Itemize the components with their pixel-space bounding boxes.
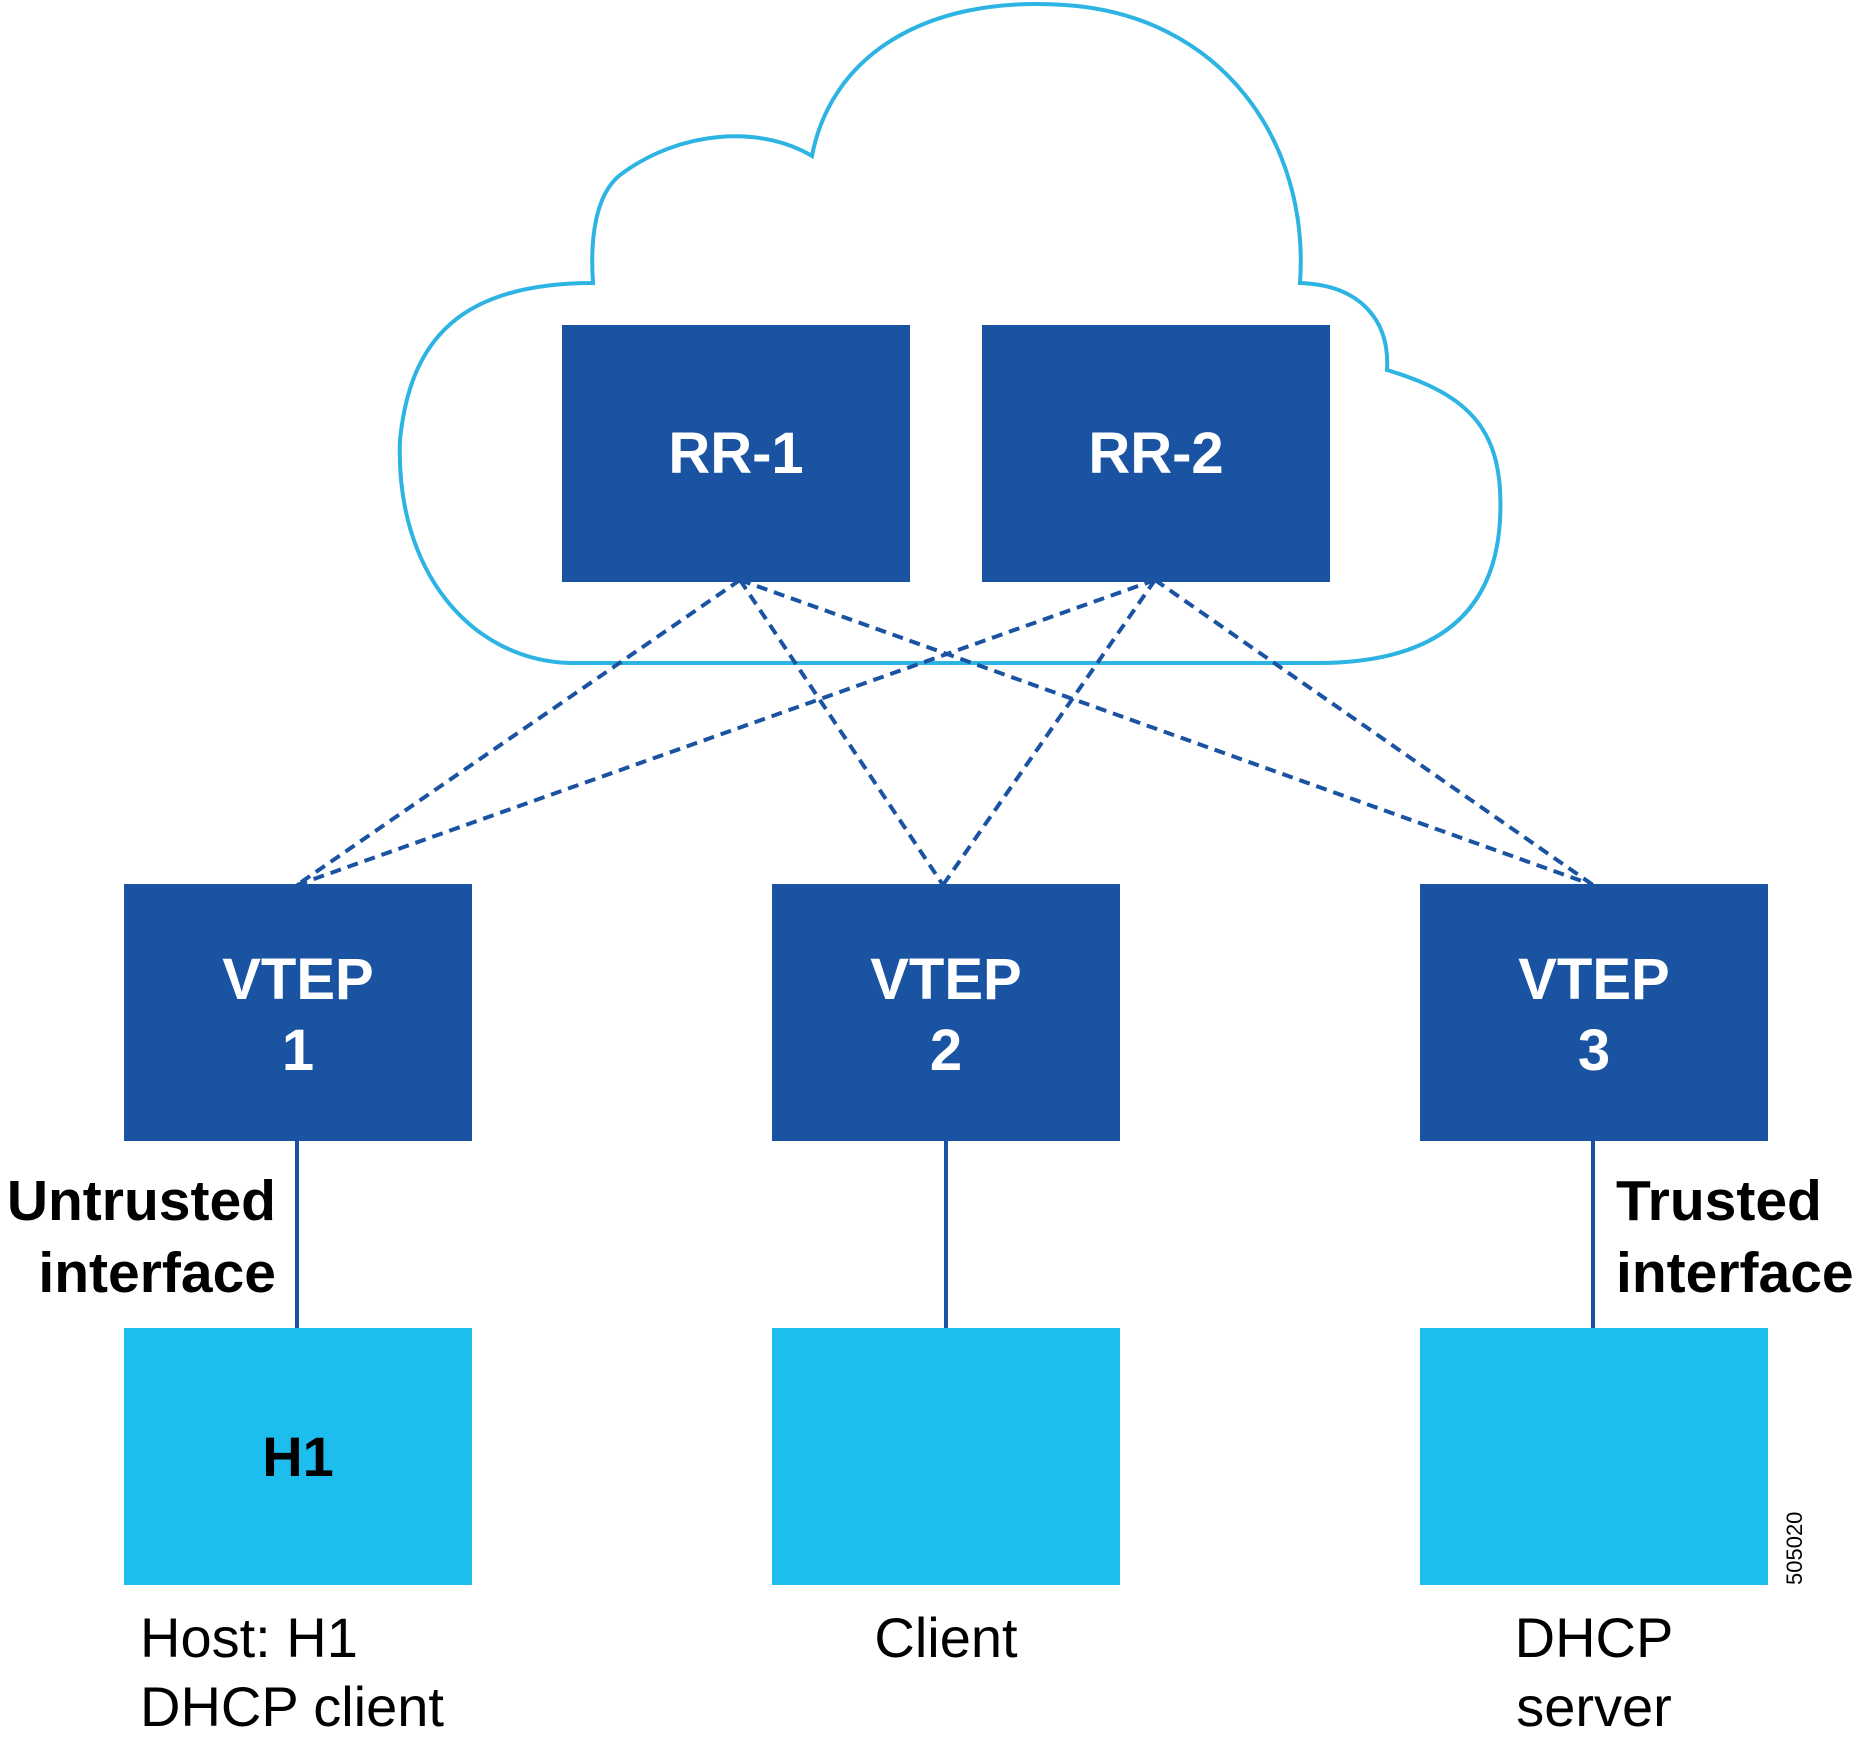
trusted-line2: interface xyxy=(1616,1241,1854,1305)
h1-label: H1 xyxy=(262,1425,334,1488)
caption-h1-line1: Host: H1 xyxy=(140,1606,358,1669)
host-h1: H1 xyxy=(124,1328,472,1585)
vtep1-label-line1: VTEP xyxy=(222,947,374,1012)
link-rr2-vtep1 xyxy=(296,578,1156,887)
untrusted-line2: interface xyxy=(38,1241,276,1305)
vtep1-box xyxy=(124,884,472,1141)
rr2-box xyxy=(982,325,1330,582)
vtep2-label-line1: VTEP xyxy=(870,947,1022,1012)
vtep3-label-line2: 3 xyxy=(1578,1018,1610,1083)
host-client xyxy=(772,1328,1120,1585)
vtep3-label-line1: VTEP xyxy=(1518,947,1670,1012)
caption-dhcp-line2: server xyxy=(1516,1675,1672,1738)
figure-id: 505020 xyxy=(1782,1512,1807,1585)
trusted-line1: Trusted xyxy=(1616,1169,1822,1233)
rr1-label: RR-1 xyxy=(668,421,803,486)
dhcp-server-box xyxy=(1420,1328,1768,1585)
link-rr1-vtep2 xyxy=(738,578,945,887)
vtep1-label-line2: 1 xyxy=(282,1018,314,1083)
trusted-interface-label: Trusted interface xyxy=(1616,1169,1854,1305)
vtep-3: VTEP 3 xyxy=(1420,884,1768,1141)
host-dhcp-server xyxy=(1420,1328,1768,1585)
caption-h1-line2: DHCP client xyxy=(140,1675,444,1738)
rr2-label: RR-2 xyxy=(1088,421,1223,486)
client-box xyxy=(772,1328,1120,1585)
caption-host-h1: Host: H1 DHCP client xyxy=(140,1606,444,1738)
cloud-shape xyxy=(397,2,1503,666)
link-rr1-vtep3 xyxy=(739,578,1594,887)
caption-client: Client xyxy=(874,1606,1018,1669)
vtep2-label-line2: 2 xyxy=(930,1018,962,1083)
untrusted-line1: Untrusted xyxy=(7,1169,276,1233)
vtep3-box xyxy=(1420,884,1768,1141)
route-reflector-rr2: RR-2 xyxy=(982,325,1330,582)
h1-box xyxy=(124,1328,472,1585)
route-reflector-rr1: RR-1 xyxy=(562,325,910,582)
vtep-1: VTEP 1 xyxy=(124,884,472,1141)
rr1-box xyxy=(562,325,910,582)
solid-links xyxy=(295,1140,1595,1330)
link-rr2-vtep3 xyxy=(1153,578,1595,887)
untrusted-interface-label: Untrusted interface xyxy=(7,1169,276,1305)
caption-dhcp-line1: DHCP xyxy=(1515,1606,1674,1669)
link-rr1-vtep1 xyxy=(295,578,742,887)
link-rr2-vtep2 xyxy=(941,578,1157,887)
caption-dhcp-server: DHCP server xyxy=(1515,1606,1674,1738)
vtep-2: VTEP 2 xyxy=(772,884,1120,1141)
dashed-links xyxy=(295,578,1595,887)
vtep2-box xyxy=(772,884,1120,1141)
caption-client-line1: Client xyxy=(874,1606,1018,1669)
